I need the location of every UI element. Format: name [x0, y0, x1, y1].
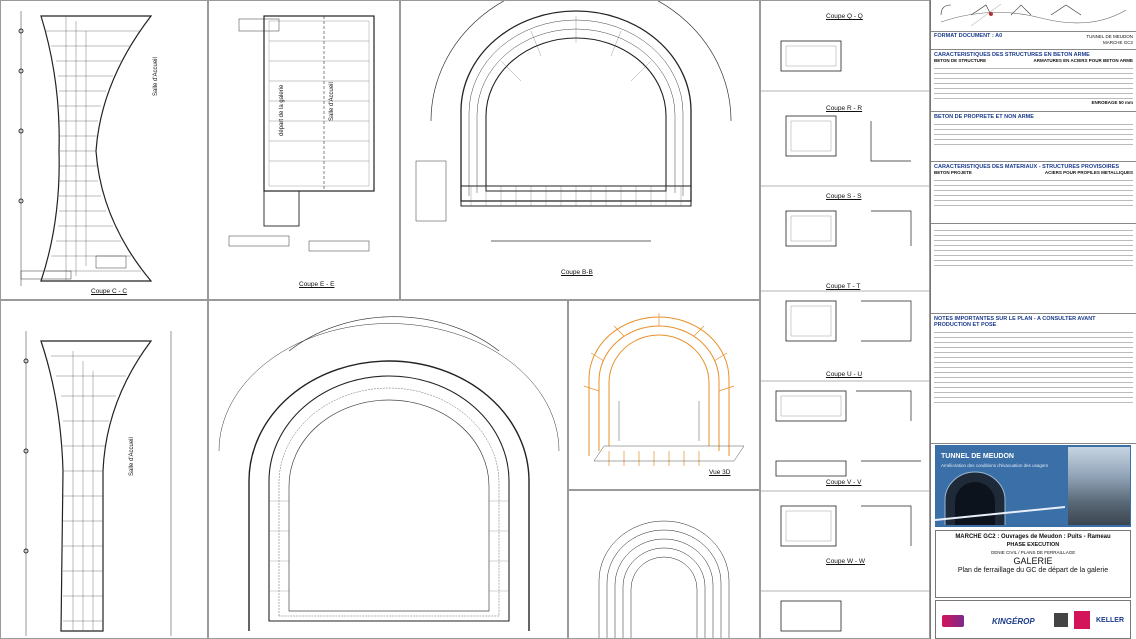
spec-aciers: ACIERS POUR PROFILES METALLIQUES	[1044, 170, 1133, 175]
spec-beton: CARACTERISTIQUES DES STRUCTURES EN BETON…	[931, 50, 1136, 112]
logo-keller: KELLER	[1096, 617, 1124, 624]
logo-square	[1054, 613, 1068, 627]
format-row: FORMAT DOCUMENT : A0 TUNNEL DE MEUDON MAR…	[931, 32, 1136, 50]
spec-notes-title: NOTES IMPORTANTES SUR LE PLAN - A CONSUL…	[934, 316, 1096, 328]
drawing-coupe-bb	[415, 1, 732, 242]
caption-coupe-rr: Coupe R - R	[826, 105, 863, 112]
spec-beton-projete: BETON PROJETE	[934, 170, 972, 175]
caption-coupe-cc-top: Coupe C - C	[91, 288, 128, 295]
banner-subtitle: Amélioration des conditions d'évacuation…	[941, 463, 1049, 468]
label-salle-accueil: Salle d'Accueil	[153, 57, 159, 96]
caption-vue-3d: Vue 3D	[709, 469, 731, 476]
caption-coupe-ee: Coupe E - E	[299, 281, 335, 288]
tb-title-main: GALERIE	[1013, 556, 1053, 566]
drawing-coupe-ee	[228, 15, 375, 252]
title-block-column: FORMAT DOCUMENT : A0 TUNNEL DE MEUDON MAR…	[930, 0, 1136, 639]
drawing-galerie-plan	[218, 316, 560, 631]
drawing-vue-3d-lower	[598, 520, 730, 638]
spec-proprete-title: BETON DE PROPRETE ET NON ARME	[934, 114, 1034, 120]
bend-shapes	[940, 4, 1082, 16]
caption-coupe-ss: Coupe S - S	[826, 193, 862, 200]
tb-title-sub: Plan de ferraillage du GC de départ de l…	[957, 567, 1109, 574]
title-cartouche: MARCHE GC2 : Ouvrages de Meudon : Puits …	[935, 530, 1131, 598]
banner-title: TUNNEL DE MEUDON	[941, 453, 1014, 460]
logo-sncf	[942, 615, 964, 627]
label-salle-accueil-lower: Salle d'Accueil	[129, 437, 135, 476]
banner-photo	[1068, 447, 1130, 525]
tb-project: TUNNEL DE MEUDON	[1086, 34, 1133, 39]
tb-discipline: GENIE CIVIL / PLANS DE FERRAILLAGE	[990, 550, 1076, 555]
drawing-vue-3d	[583, 313, 745, 466]
spec-general-notes	[931, 4, 1136, 314]
drawing-coupe-cc	[18, 11, 153, 286]
location-map	[940, 3, 1127, 27]
spec-enrobage: ENROBAGE	[1091, 99, 1118, 105]
caption-coupe-tt: Coupe T - T	[826, 283, 861, 290]
panel-coupe-cc-lower: Salle d'Accueil	[0, 300, 208, 639]
location-plan	[931, 0, 1136, 32]
spec-notes: NOTES IMPORTANTES SUR LE PLAN - A CONSUL…	[931, 314, 1136, 444]
drawing-coupes-right	[761, 40, 929, 632]
caption-coupe-uu: Coupe U - U	[826, 371, 863, 378]
spec-proprete: BETON DE PROPRETE ET NON ARME	[931, 112, 1136, 162]
spec-materiaux-title: CARACTERISTIQUES DES MATERIAUX - STRUCTU…	[934, 164, 1120, 170]
panel-vue-3d: Vue 3D	[568, 300, 760, 490]
spec-armatures: ARMATURES EN ACIERS POUR BETON ARME	[1033, 58, 1133, 63]
panel-galerie-plan	[208, 300, 568, 639]
label-salle-accueil-ee: Salle d'Accueil	[329, 82, 335, 121]
logo-pink	[1074, 611, 1090, 629]
caption-coupe-ww: Coupe W - W	[826, 558, 866, 565]
spec-beton-title: CARACTERISTIQUES DES STRUCTURES EN BETON…	[934, 52, 1090, 58]
spec-beton-structure: BETON DE STRUCTURE	[934, 58, 987, 63]
tb-lot: MARCHE GC2	[1102, 39, 1133, 45]
drawing-coupe-cc-lower	[23, 331, 172, 636]
caption-coupe-qq: Coupe Q - Q	[826, 13, 863, 20]
spec-materiaux: CARACTERISTIQUES DES MATERIAUX - STRUCTU…	[931, 162, 1136, 224]
panel-coupe-bb: Coupe B-B	[400, 0, 760, 300]
panel-coupe-cc: Salle d'Accueil Coupe C - C	[0, 0, 208, 300]
tb-phase: PHASE EXECUTION	[1006, 542, 1060, 548]
panel-vue-3d-lower	[568, 490, 760, 639]
spec-enrobage-value: 50 mm	[1118, 99, 1133, 105]
tb-market-line: MARCHE GC2 : Ouvrages de Meudon : Puits …	[955, 534, 1111, 540]
caption-coupe-vv: Coupe V - V	[826, 479, 862, 486]
caption-coupe-bb: Coupe B-B	[561, 269, 593, 276]
logos-strip: KINGÉROP KELLER	[935, 600, 1131, 639]
label-depart-galerie: départ de la galerie	[279, 84, 285, 136]
panel-coupes-right: Coupe Q - Q Coupe R - R Coupe S - S Coup…	[760, 0, 930, 639]
panel-coupe-ee: départ de la galerie Salle d'Accueil Cou…	[208, 0, 400, 300]
logo-kingerop: KINGÉROP	[992, 617, 1035, 626]
format-label: FORMAT DOCUMENT : A0	[934, 33, 1003, 39]
banner-tunnel-graphic	[935, 471, 1065, 525]
